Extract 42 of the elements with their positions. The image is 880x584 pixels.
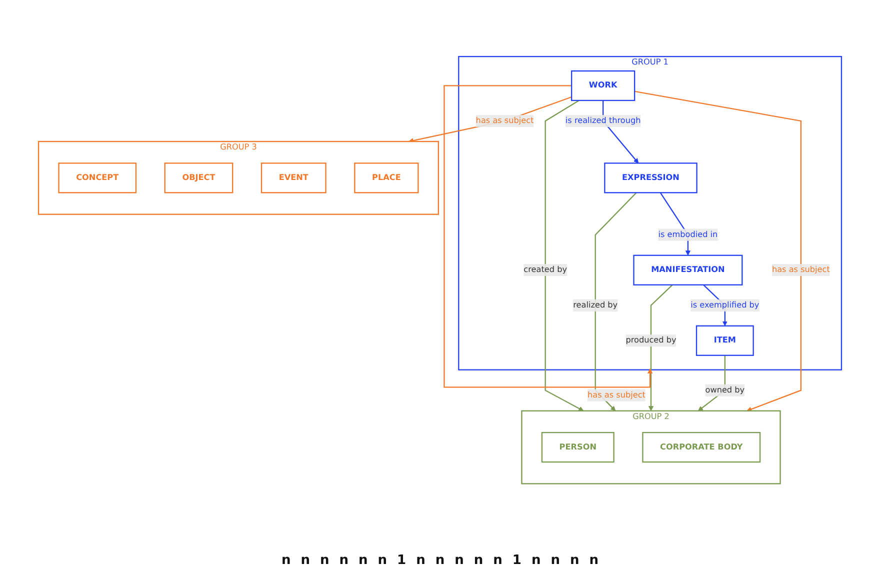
cardinality-label: n — [378, 552, 388, 568]
cardinality-label: n — [493, 552, 502, 568]
cardinality-label: n — [300, 552, 310, 568]
edge-label: realized by — [573, 300, 618, 310]
arrow — [594, 192, 637, 411]
cardinality-label: n — [589, 552, 599, 568]
cardinality-label: n — [474, 552, 484, 568]
arrow — [544, 100, 584, 411]
node-box: OBJECT — [164, 162, 234, 194]
edge-label: created by — [524, 265, 567, 274]
cardinality-label: 1 — [397, 552, 406, 568]
node-box: PERSON — [541, 432, 614, 462]
cardinality-label: n — [435, 552, 445, 568]
edge-label: is exemplified by — [690, 300, 760, 310]
node-box: PLACE — [354, 162, 419, 194]
arrow — [444, 85, 653, 388]
node-box: WORK — [571, 70, 636, 101]
node-box: CONCEPT — [58, 162, 137, 194]
edge-label: has as subject — [587, 390, 646, 400]
node-box: EXPRESSION — [604, 162, 698, 194]
cardinality-label: n — [339, 552, 349, 568]
cardinality-label: n — [570, 552, 580, 568]
arrow — [648, 284, 673, 411]
cardinality-label: n — [531, 552, 541, 568]
arrow — [408, 96, 572, 143]
node-box: MANIFESTATION — [633, 254, 743, 286]
cardinality-label: n — [416, 552, 426, 568]
cardinality-label: 1 — [512, 552, 522, 568]
node-box: ITEM — [696, 325, 754, 356]
edge-label: owned by — [705, 385, 745, 395]
cardinality-label: n — [320, 552, 330, 568]
edge-label: produced by — [626, 336, 676, 345]
edge-label: is realized through — [565, 116, 641, 126]
edge-label: has as subject — [772, 265, 830, 274]
cardinality-label: n — [281, 552, 291, 568]
edge-label: is embodied in — [658, 230, 718, 240]
cardinality-label: n — [454, 552, 464, 568]
edge-label: has as subject — [476, 116, 534, 126]
cardinality-label: n — [550, 552, 560, 568]
node-box: CORPORATE BODY — [642, 432, 761, 462]
cardinality-label: n — [358, 552, 368, 568]
node-box: EVENT — [260, 162, 326, 194]
